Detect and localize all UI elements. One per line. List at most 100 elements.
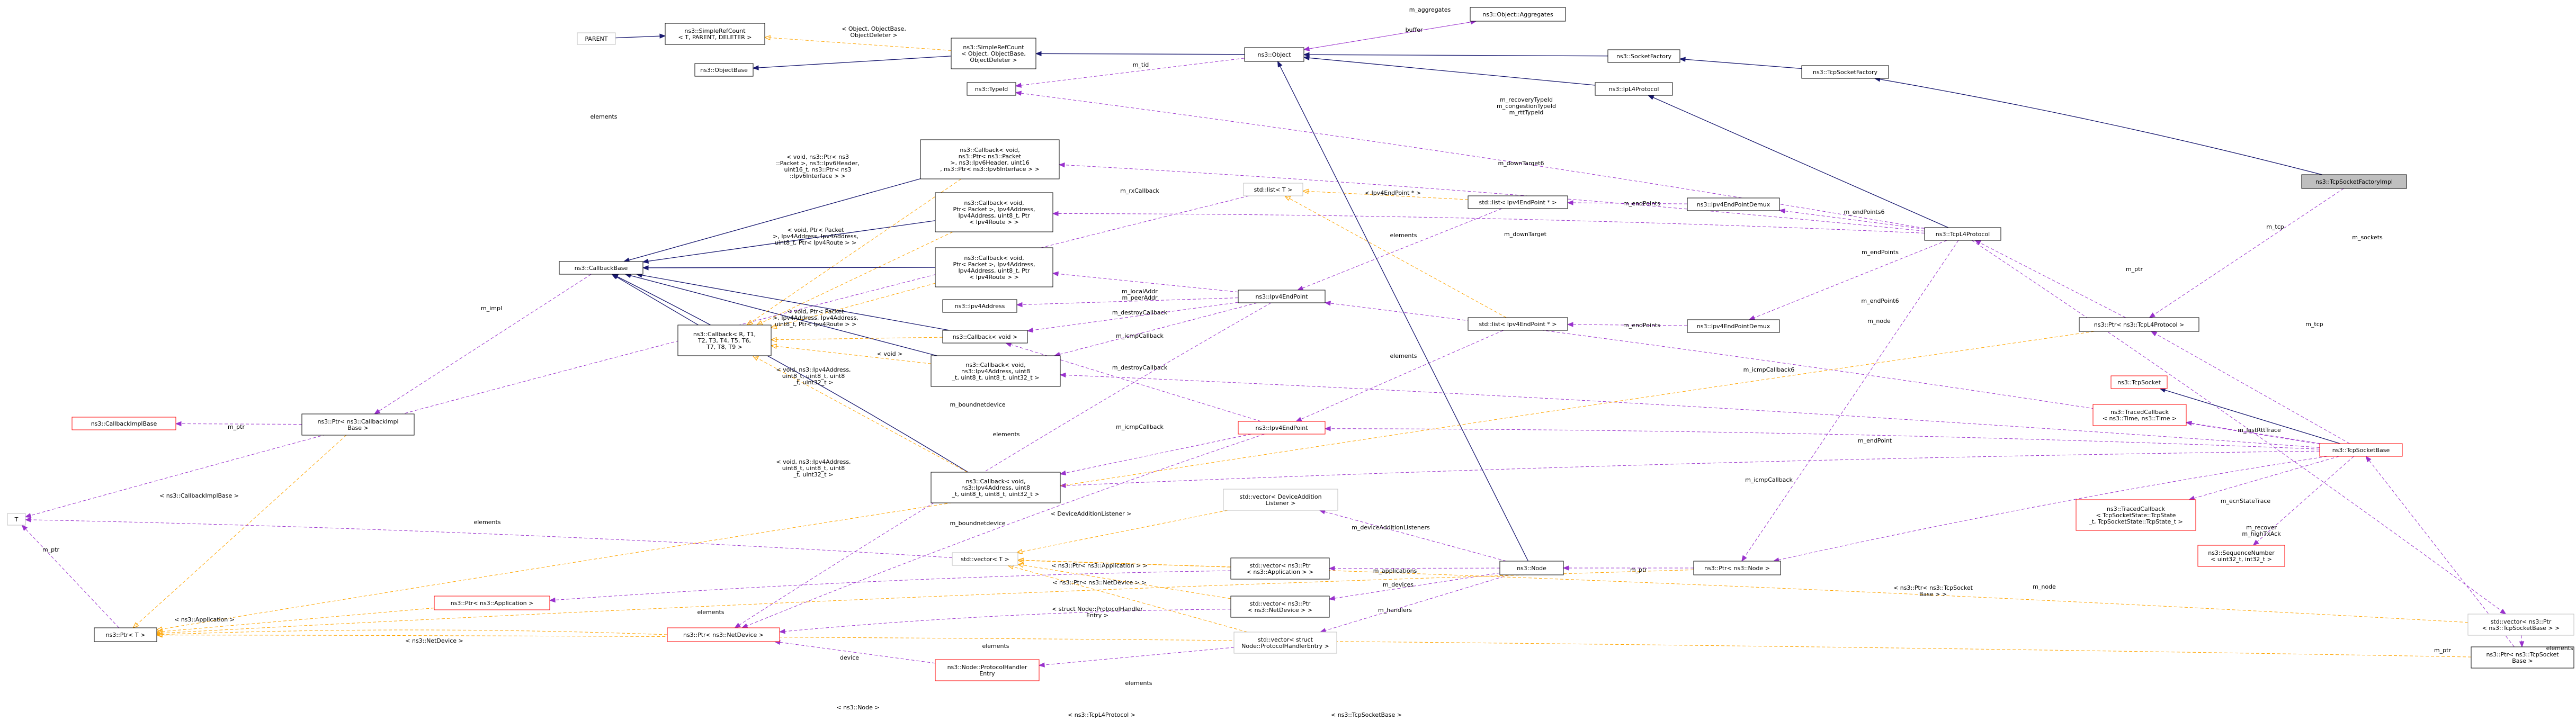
class-node-stdlist-ipv4ep-a[interactable]: std::list< Ipv4EndPoint * >: [1468, 195, 1568, 209]
edge-label: < ns3::Ptr< ns3::TcpSocketBase > >: [1893, 584, 1973, 598]
node-label-line: ns3::CallbackBase: [575, 265, 628, 272]
class-node-ipv4endpoint-black[interactable]: ns3::Ipv4EndPoint: [1238, 290, 1326, 303]
arrow-head: [659, 33, 666, 39]
edge-label-line: m_endPoints: [1623, 322, 1660, 329]
edge-label-line: < struct Node::ProtocolHandler: [1052, 606, 1143, 612]
edge-label-line: m_aggregates: [1409, 6, 1451, 13]
edge-line: [22, 525, 120, 628]
node-box: [935, 247, 1053, 287]
class-node-typeid[interactable]: ns3::TypeId: [967, 82, 1016, 96]
class-node-ptr-t[interactable]: ns3::Ptr< T >: [94, 627, 157, 642]
edge-tmpl: [770, 283, 936, 329]
class-node-callbackbase[interactable]: ns3::CallbackBase: [559, 261, 643, 275]
node-box: [2319, 443, 2403, 457]
arrow-head: [1016, 302, 1023, 308]
edge-label-line: m_icmpCallback6: [1743, 366, 1795, 373]
class-node-protocolhandlerentry[interactable]: ns3::Node::ProtocolHandlerEntry: [935, 659, 1040, 681]
class-node-simplerefcount-obj[interactable]: ns3::SimpleRefCount< Object, ObjectBase,…: [951, 38, 1036, 69]
class-node-tracedcallback-time[interactable]: ns3::TracedCallback< ns3::Time, ns3::Tim…: [2092, 404, 2187, 426]
edge-label: elements: [473, 519, 500, 526]
node-label-line: PARENT: [585, 35, 608, 42]
class-node-callback-r[interactable]: ns3::Callback< R, T1,T2, T3, T4, T5, T6,…: [677, 325, 772, 356]
class-node-callback-v4route[interactable]: ns3::Callback< void,Ptr< Packet >, Ipv4A…: [935, 192, 1053, 232]
node-label-line: ns3::Object::Aggregates: [1482, 11, 1553, 18]
class-node-simplerefcount-tpd[interactable]: ns3::SimpleRefCount< T, PARENT, DELETER …: [665, 23, 765, 45]
class-node-ptr-tcpl4protocol[interactable]: ns3::Ptr< ns3::TcpL4Protocol >: [2079, 317, 2199, 332]
node-label-line: < Ipv4Route > >: [969, 274, 1019, 281]
class-node-tracedcallback-state[interactable]: ns3::TracedCallback< TcpSocketState::Tcp…: [2076, 499, 2196, 531]
edge-line: [1015, 58, 1245, 86]
edge-use: [1052, 211, 1925, 233]
class-node-ptr-node[interactable]: ns3::Ptr< ns3::Node >: [1693, 561, 1781, 575]
edge-label: < ns3::Ptr< ns3::Application > >: [1051, 562, 1148, 569]
class-node-aggregates[interactable]: ns3::Object::Aggregates: [1470, 7, 1566, 22]
edge-label: m_ptr: [2126, 266, 2143, 273]
node-box: [2092, 404, 2187, 426]
class-node-stdvector-protohandler[interactable]: std::vector< structNode::ProtocolHandler…: [1233, 632, 1337, 654]
edge-label-line: m_ptr: [2126, 266, 2143, 273]
class-node-node[interactable]: ns3::Node: [1499, 561, 1564, 575]
edge-label: m_downTarget6: [1498, 160, 1544, 167]
class-node-callback-void[interactable]: ns3::Callback< void >: [942, 330, 1028, 344]
class-node-callbackimplbase[interactable]: ns3::CallbackImplBase: [71, 417, 176, 430]
class-node-callback-icmp-a[interactable]: ns3::Callback< void,ns3::Ipv4Address, ui…: [931, 355, 1061, 387]
node-label-line: ns3::Callback< void >: [953, 334, 1018, 340]
edge-label: m_applications: [1373, 567, 1417, 574]
edge-line: [1303, 21, 1477, 50]
class-node-tcpsocketbase[interactable]: ns3::TcpSocketBase: [2319, 443, 2403, 457]
arrow-head: [779, 628, 785, 634]
class-node-tcpl4protocol[interactable]: ns3::TcpL4Protocol: [1924, 227, 2001, 241]
node-label-line: >, ns3::Ipv6Header, uint16: [950, 159, 1029, 166]
edge-line: [1017, 564, 1231, 599]
edge-label: < ns3::Application >: [174, 616, 235, 623]
class-node-stdvector-ptr-netdev[interactable]: std::vector< ns3::Ptr< ns3::NetDevice > …: [1230, 596, 1330, 618]
class-node-parent[interactable]: PARENT: [577, 32, 616, 45]
arrow-head: [1017, 558, 1024, 563]
edge-inherit: [642, 265, 936, 271]
edge-line: [1016, 298, 1239, 305]
class-node-socketfactory[interactable]: ns3::SocketFactory: [1607, 49, 1680, 63]
class-node-ipl4protocol[interactable]: ns3::IpL4Protocol: [1595, 82, 1673, 96]
class-node-stdvector-ptr-app[interactable]: std::vector< ns3::Ptr< ns3::Application …: [1230, 557, 1330, 580]
class-node-stdvector-ptr-tcpsocketbase[interactable]: std::vector< ns3::Ptr< ns3::TcpSocketBas…: [2467, 614, 2574, 636]
node-label-line: < Ipv4Route > >: [969, 219, 1019, 226]
node-label-line: ns3::Ipv4Address: [955, 303, 1005, 310]
class-node-callback-v4route2[interactable]: ns3::Callback< void,Ptr< Packet >, Ipv4A…: [935, 247, 1053, 287]
class-node-ipv4endpointdemux-a[interactable]: ns3::Ipv4EndPointDemux: [1687, 197, 1780, 211]
class-node-tcpsocket[interactable]: ns3::TcpSocket: [2110, 375, 2168, 389]
node-box: [7, 513, 26, 526]
class-node-object[interactable]: ns3::Object: [1244, 47, 1304, 62]
class-node-objectbase[interactable]: ns3::ObjectBase: [694, 63, 754, 77]
class-node-ptr-application[interactable]: ns3::Ptr< ns3::Application >: [434, 596, 550, 610]
node-box: [694, 63, 754, 77]
edge-tmpl: [770, 337, 943, 343]
class-node-ptr-tcpsocketbase[interactable]: ns3::Ptr< ns3::TcpSocketBase >: [2471, 646, 2574, 669]
class-node-stdvector-t[interactable]: std::vector< T >: [952, 552, 1018, 566]
class-node-stdlist-t[interactable]: std::list< T >: [1243, 183, 1303, 196]
class-node-ipv4endpointdemux-b[interactable]: ns3::Ipv4EndPointDemux: [1687, 319, 1780, 333]
class-node-tcpsocketfactoryimpl[interactable]: ns3::TcpSocketFactoryImpl: [2301, 174, 2407, 189]
class-node-ipv4endpoint-red[interactable]: ns3::Ipv4EndPoint: [1238, 421, 1326, 435]
edge-line: [764, 37, 952, 51]
edge-label-line: uint16_t, ns3::Ptr< ns3: [784, 166, 851, 173]
class-node-t[interactable]: T: [7, 513, 26, 526]
edge-label-line: m_highTxAck: [2242, 530, 2281, 537]
node-label-line: _t, TcpSocketState::TcpState_t >: [2088, 518, 2183, 525]
class-node-devadd-listener[interactable]: std::vector< DeviceAdditionListener >: [1223, 489, 1338, 511]
class-node-callback-icmp-b[interactable]: ns3::Callback< void,ns3::Ipv4Address, ui…: [931, 472, 1061, 503]
class-node-ptr-netdevice[interactable]: ns3::Ptr< ns3::NetDevice >: [667, 627, 780, 642]
arrow-head: [1017, 562, 1024, 568]
class-node-tcpsocketfactory[interactable]: ns3::TcpSocketFactory: [1801, 65, 1889, 79]
class-node-ipv4address[interactable]: ns3::Ipv4Address: [942, 299, 1017, 313]
node-label-line: std::list< Ipv4EndPoint * >: [1479, 199, 1557, 206]
class-node-callback-v6[interactable]: ns3::Callback< void,ns3::Ptr< ns3::Packe…: [920, 139, 1060, 179]
edge-label-line: m_ecnStateTrace: [2221, 498, 2271, 504]
class-node-ptr-callbackimpl[interactable]: ns3::Ptr< ns3::CallbackImplBase >: [301, 413, 415, 436]
edge-label-line: m_node: [1867, 318, 1891, 325]
class-node-stdlist-ipv4ep-b[interactable]: std::list< Ipv4EndPoint * >: [1468, 317, 1568, 331]
class-node-sequencenumber[interactable]: ns3::SequenceNumber< uint32_t, int32_t >: [2197, 545, 2285, 567]
node-label-line: ns3::TcpL4Protocol: [1936, 231, 1990, 238]
edge-use: [2188, 456, 2339, 501]
edge-label-line: < void, Ptr< Packet: [787, 308, 844, 315]
